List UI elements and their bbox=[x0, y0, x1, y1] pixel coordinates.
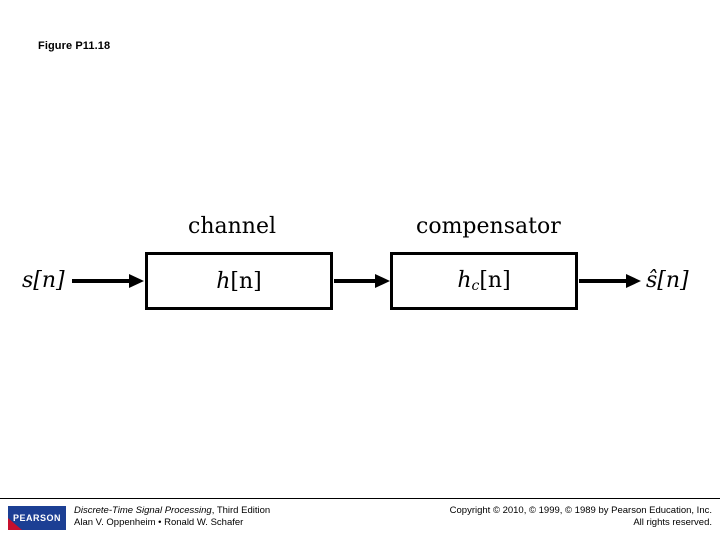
arrow-head bbox=[626, 274, 641, 288]
arrow-head bbox=[129, 274, 144, 288]
channel-label-bracket: [n] bbox=[230, 268, 262, 294]
compensator-block-label: hc[n] bbox=[457, 268, 510, 294]
footer-book-edition: , Third Edition bbox=[211, 505, 271, 516]
footer-book-title: Discrete-Time Signal Processing bbox=[74, 505, 212, 516]
input-signal-label: s[n] bbox=[22, 268, 65, 293]
channel-block: h[n] bbox=[145, 252, 333, 310]
channel-block-title: channel bbox=[188, 214, 276, 239]
footer-copyright: Copyright © 2010, © 1999, © 1989 by Pear… bbox=[449, 505, 712, 516]
pearson-logo: PEARSON bbox=[8, 506, 66, 530]
arrow-compensator-to-output bbox=[579, 274, 641, 288]
block-diagram: s[n] channel h[n] compensator hc[n] ŝ[n] bbox=[0, 180, 720, 340]
pearson-logo-text: PEARSON bbox=[12, 513, 61, 523]
figure-label: Figure P11.18 bbox=[38, 40, 111, 52]
output-signal-text: ŝ[n] bbox=[646, 268, 689, 293]
compensator-label-bracket: [n] bbox=[479, 268, 511, 293]
arrow-shaft bbox=[334, 279, 376, 283]
input-signal-text: s[n] bbox=[22, 268, 65, 293]
channel-label-main: h bbox=[216, 268, 231, 294]
compensator-block: hc[n] bbox=[390, 252, 578, 310]
footer-authors: Alan V. Oppenheim • Ronald W. Schafer bbox=[74, 517, 244, 528]
footer-copyright-info: Copyright © 2010, © 1999, © 1989 by Pear… bbox=[450, 505, 712, 529]
footer-book-title-line: Discrete-Time Signal Processing, Third E… bbox=[74, 505, 270, 517]
arrow-shaft bbox=[72, 279, 130, 283]
arrow-input-to-channel bbox=[72, 274, 144, 288]
footer-rights: All rights reserved. bbox=[633, 517, 712, 528]
channel-block-label: h[n] bbox=[216, 269, 262, 294]
compensator-block-title: compensator bbox=[416, 214, 561, 239]
footer-book-info: Discrete-Time Signal Processing, Third E… bbox=[74, 505, 270, 529]
compensator-label-main: h bbox=[457, 268, 472, 293]
output-signal-label: ŝ[n] bbox=[646, 268, 689, 293]
pearson-logo-triangle bbox=[8, 518, 22, 530]
footer-divider bbox=[0, 498, 720, 499]
arrow-shaft bbox=[579, 279, 627, 283]
compensator-label-subscript: c bbox=[471, 278, 480, 294]
arrow-head bbox=[375, 274, 390, 288]
arrow-channel-to-compensator bbox=[334, 274, 390, 288]
